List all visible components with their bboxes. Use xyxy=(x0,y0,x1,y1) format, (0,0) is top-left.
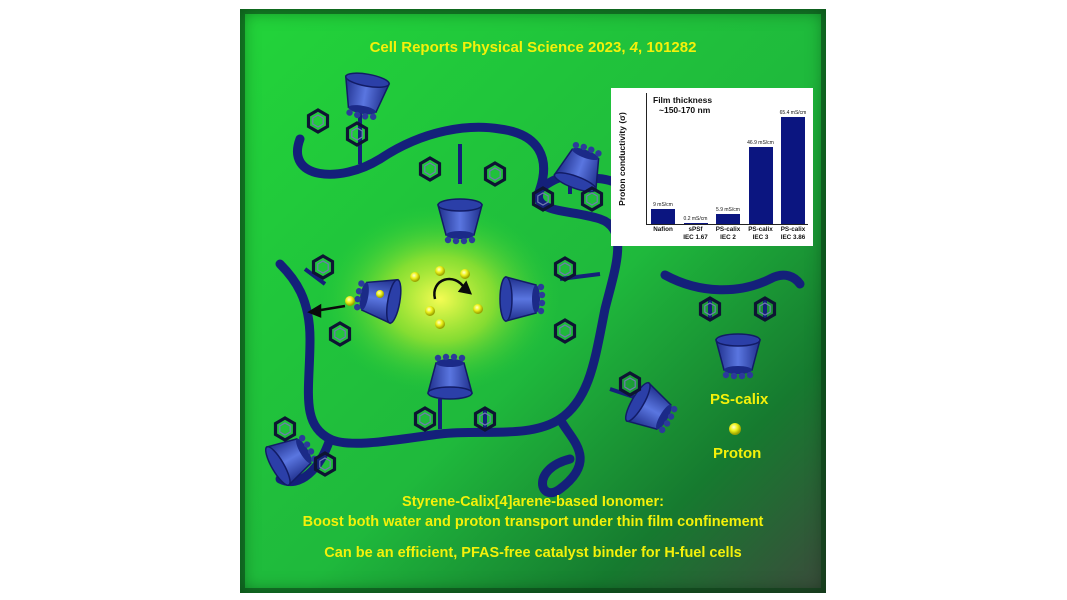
citation-title: Cell Reports Physical Science 2023, 4, 1… xyxy=(369,39,697,56)
bar-value-label: 65.4 mS/cm xyxy=(779,109,807,116)
conductivity-chart: Proton conductivity (σ) Film thickness ~… xyxy=(611,88,813,246)
category-label-line: IEC 2 xyxy=(720,233,736,241)
legend-proton: Proton xyxy=(713,445,762,462)
chart-bar xyxy=(683,223,708,224)
transport-arrows xyxy=(307,277,473,318)
legend-ps-calix: PS-calix xyxy=(710,391,769,408)
y-axis xyxy=(646,93,647,224)
category-label-line: sPSf xyxy=(688,226,703,233)
proton-glow xyxy=(320,204,560,394)
caption-line-1: Styrene-Calix[4]arene-based Ionomer: xyxy=(402,494,664,510)
proton-cluster xyxy=(345,266,483,329)
graphical-abstract-panel: Cell Reports Physical Science 2023, 4, 1… xyxy=(240,9,826,593)
legend-proton-ball xyxy=(729,423,741,435)
bar-value-label: 46.9 mS/cm xyxy=(747,139,774,146)
category-label-line: IEC 3 xyxy=(752,233,769,241)
category-label-line: PS-calix xyxy=(780,226,806,233)
category-label-line: PS-calix xyxy=(715,226,741,233)
bar-value-label: 0.2 mS/cm xyxy=(683,216,708,222)
category-label-line: IEC 1.67 xyxy=(683,233,708,241)
chart-bar xyxy=(716,214,740,224)
chart-bar xyxy=(651,209,675,224)
bar-value-label: 5.9 mS/cm xyxy=(716,207,740,214)
x-axis xyxy=(646,224,808,225)
y-axis-label: Proton conductivity (σ) xyxy=(617,112,627,206)
chart-bar xyxy=(748,146,773,224)
chart-annotation: Film thickness ~150-170 nm xyxy=(653,95,713,115)
category-label-line: IEC 3.86 xyxy=(780,233,806,241)
category-label-line: PS-calix xyxy=(748,226,773,233)
category-label: Nafion xyxy=(643,226,683,234)
caption-line-2: Boost both water and proton transport un… xyxy=(302,514,764,530)
category-label-line: Nafion xyxy=(653,226,673,233)
caption-line-3: Can be an efficient, PFAS-free catalyst … xyxy=(324,545,742,561)
chart-bar xyxy=(781,116,805,224)
bar-value-label: 9 mS/cm xyxy=(653,202,673,209)
